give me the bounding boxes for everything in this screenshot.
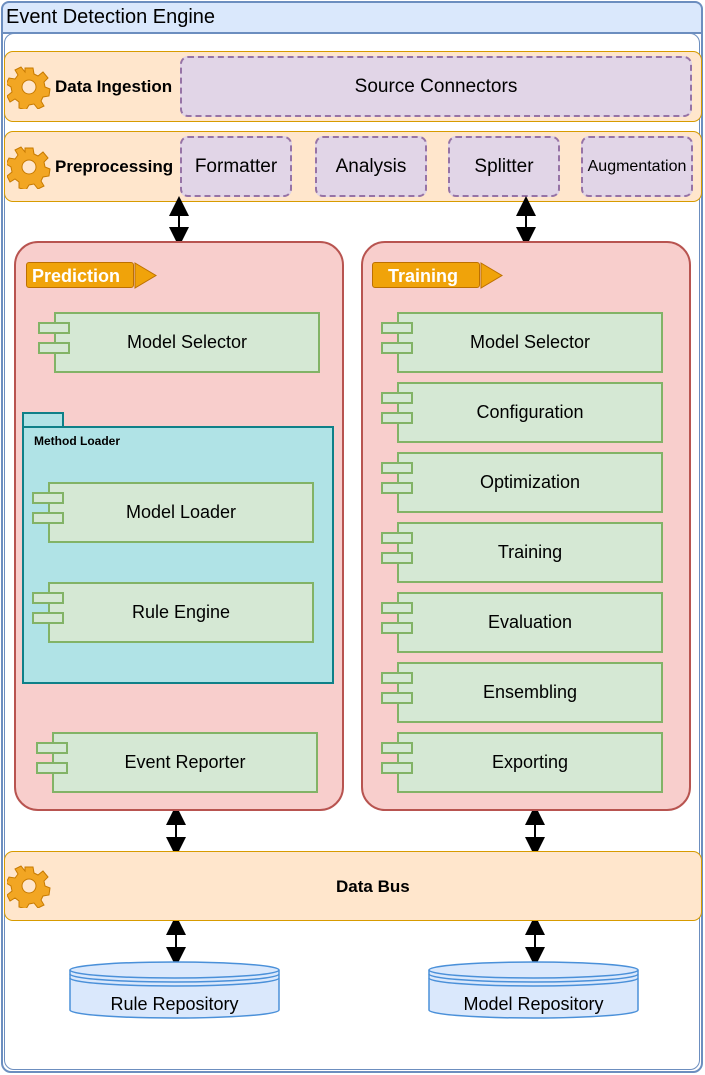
component-port-icon — [38, 342, 70, 354]
component-label: Model Selector — [469, 332, 591, 352]
data-bus-label: Data Bus — [336, 877, 410, 896]
gear-icon — [5, 65, 51, 111]
gear-icon — [5, 864, 51, 910]
component-port-icon — [381, 552, 413, 564]
rule-repository-label: Rule Repository — [110, 994, 239, 1014]
tag-arrow-icon — [480, 262, 503, 289]
database-icon — [428, 961, 639, 1019]
component-port-icon — [36, 762, 68, 774]
rule-engine-component: Rule Engine — [32, 582, 314, 643]
component-port-icon — [381, 532, 413, 544]
evaluation-component: Evaluation — [381, 592, 663, 653]
formatter-box: Formatter — [180, 136, 292, 197]
event-reporter-component: Event Reporter — [36, 732, 318, 793]
component-label: Event Reporter — [124, 752, 246, 772]
component-port-icon — [38, 322, 70, 334]
training-tag-label: Training — [372, 262, 480, 288]
data-ingestion-label: Data Ingestion — [55, 77, 173, 96]
training-model-selector: Model Selector — [381, 312, 663, 373]
diagram-title: Event Detection Engine — [6, 6, 216, 28]
component-port-icon — [381, 622, 413, 634]
model-repository-label: Model Repository — [463, 994, 604, 1014]
component-label: Rule Engine — [131, 602, 231, 622]
method-loader-package — [22, 426, 334, 684]
component-port-icon — [381, 602, 413, 614]
component-port-icon — [36, 742, 68, 754]
component-port-icon — [32, 512, 64, 524]
data-bus-layer — [4, 851, 702, 921]
component-port-icon — [381, 412, 413, 424]
prediction-tag: Prediction — [26, 262, 161, 290]
model-loader-component: Model Loader — [32, 482, 314, 543]
component-label: Training — [497, 542, 563, 562]
component-port-icon — [381, 692, 413, 704]
component-label: Configuration — [476, 402, 584, 422]
database-icon — [69, 961, 280, 1019]
component-port-icon — [32, 492, 64, 504]
component-port-icon — [381, 342, 413, 354]
exporting-component: Exporting — [381, 732, 663, 793]
component-label: Optimization — [479, 472, 581, 492]
source-connectors-box: Source Connectors — [180, 56, 692, 117]
component-port-icon — [381, 742, 413, 754]
component-port-icon — [32, 592, 64, 604]
component-port-icon — [381, 482, 413, 494]
component-label: Exporting — [491, 752, 569, 772]
tag-arrow-icon — [134, 262, 157, 289]
component-label: Model Loader — [125, 502, 237, 522]
component-label: Ensembling — [482, 682, 578, 702]
method-loader-tab — [22, 412, 64, 428]
method-loader-label: Method Loader — [34, 434, 120, 448]
splitter-box: Splitter — [448, 136, 560, 197]
rule-repository: Rule Repository — [68, 960, 281, 1020]
ensembling-component: Ensembling — [381, 662, 663, 723]
preprocessing-label: Preprocessing — [55, 157, 174, 176]
component-port-icon — [32, 612, 64, 624]
component-port-icon — [381, 322, 413, 334]
prediction-tag-label: Prediction — [26, 262, 134, 288]
engine-body — [4, 33, 700, 1070]
gear-icon — [5, 145, 51, 191]
prediction-model-selector: Model Selector — [38, 312, 320, 373]
configuration-component: Configuration — [381, 382, 663, 443]
model-repository: Model Repository — [427, 960, 640, 1020]
component-port-icon — [381, 672, 413, 684]
augmentation-box: Augmentation — [581, 136, 693, 197]
training-tag: Training — [372, 262, 507, 290]
component-label: Evaluation — [487, 612, 573, 632]
component-port-icon — [381, 462, 413, 474]
optimization-component: Optimization — [381, 452, 663, 513]
component-port-icon — [381, 392, 413, 404]
training-component: Training — [381, 522, 663, 583]
analysis-box: Analysis — [315, 136, 427, 197]
title-bar — [1, 1, 703, 34]
component-label: Model Selector — [126, 332, 248, 352]
component-port-icon — [381, 762, 413, 774]
